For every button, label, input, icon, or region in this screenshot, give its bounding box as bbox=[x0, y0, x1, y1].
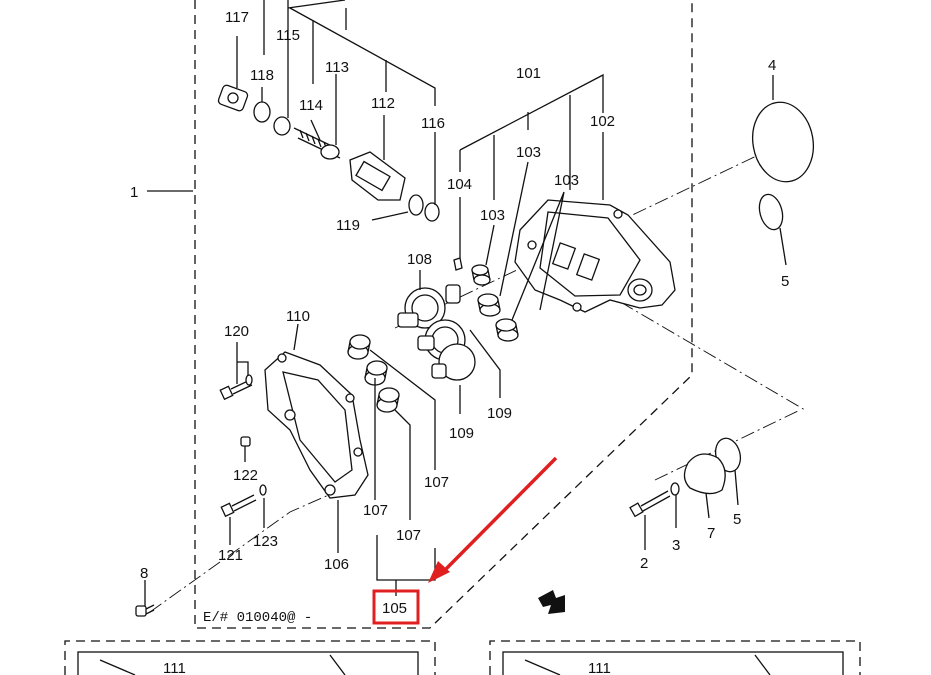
callout-4[interactable]: 4 bbox=[768, 57, 776, 74]
subdiagram-box-right bbox=[502, 651, 844, 675]
o-ring-4[interactable] bbox=[747, 97, 820, 186]
callout-107-low[interactable]: 107 bbox=[396, 527, 421, 544]
bushing-103-a[interactable] bbox=[471, 264, 491, 286]
callout-105[interactable]: 105 bbox=[382, 600, 407, 617]
callout-5-lower[interactable]: 5 bbox=[733, 511, 741, 528]
callout-106[interactable]: 106 bbox=[324, 556, 349, 573]
callout-109-right[interactable]: 109 bbox=[487, 405, 512, 422]
bushing-107-c[interactable] bbox=[376, 387, 400, 413]
callout-108[interactable]: 108 bbox=[407, 251, 432, 268]
plug-117[interactable] bbox=[217, 84, 249, 112]
gear-108[interactable] bbox=[397, 284, 461, 329]
valve-112[interactable] bbox=[349, 151, 406, 201]
center-line-plug bbox=[149, 489, 341, 613]
callout-103-left[interactable]: 103 bbox=[480, 207, 505, 224]
callout-118[interactable]: 118 bbox=[250, 67, 274, 84]
callout-109-left[interactable]: 109 bbox=[449, 425, 474, 442]
center-line-lower bbox=[599, 289, 806, 411]
callout-116[interactable]: 116 bbox=[421, 115, 445, 132]
callout-1[interactable]: 1 bbox=[130, 184, 138, 201]
callout-103-top[interactable]: 103 bbox=[516, 144, 541, 161]
cover-plate-7[interactable] bbox=[683, 453, 726, 495]
washer-123[interactable] bbox=[259, 484, 267, 496]
ring-115[interactable] bbox=[273, 116, 291, 136]
o-ring-116[interactable] bbox=[424, 202, 440, 222]
washer-120[interactable] bbox=[245, 374, 253, 386]
callout-117[interactable]: 117 bbox=[225, 9, 249, 26]
o-ring-119[interactable] bbox=[408, 194, 424, 216]
callout-2[interactable]: 2 bbox=[640, 555, 648, 572]
subdiagram-boundary-left bbox=[64, 640, 436, 675]
highlight-arrow bbox=[428, 456, 558, 583]
callout-107-mid[interactable]: 107 bbox=[363, 502, 388, 519]
callout-111-left[interactable]: 111 bbox=[163, 660, 186, 675]
gasket-118[interactable] bbox=[253, 101, 271, 123]
callout-115[interactable]: 115 bbox=[276, 27, 300, 44]
washer-3[interactable] bbox=[670, 482, 680, 496]
assembly-boundary bbox=[194, 0, 693, 629]
o-ring-5-upper[interactable] bbox=[756, 192, 787, 232]
callout-120[interactable]: 120 bbox=[224, 323, 249, 340]
subdiagram-part-left bbox=[99, 654, 346, 675]
engine-serial-label: E/# 010040@ - bbox=[203, 610, 312, 626]
bolt-2[interactable] bbox=[629, 490, 671, 518]
cursor-arrow-icon bbox=[538, 590, 565, 614]
callout-104[interactable]: 104 bbox=[447, 176, 472, 193]
highlight-box-105 bbox=[372, 589, 420, 625]
callout-123[interactable]: 123 bbox=[253, 533, 278, 550]
subdiagram-part-right bbox=[524, 654, 771, 675]
subdiagram-boundary-right bbox=[489, 640, 861, 675]
callout-7[interactable]: 7 bbox=[707, 525, 715, 542]
cover-110[interactable] bbox=[264, 351, 369, 499]
spring-114[interactable] bbox=[293, 127, 341, 160]
bushing-107-b[interactable] bbox=[364, 360, 388, 386]
callout-5-upper[interactable]: 5 bbox=[781, 273, 789, 290]
bushing-107-a[interactable] bbox=[347, 334, 371, 360]
callout-114[interactable]: 114 bbox=[299, 97, 323, 114]
callout-119[interactable]: 119 bbox=[336, 217, 360, 234]
callout-103-right[interactable]: 103 bbox=[554, 172, 579, 189]
leader-lines bbox=[144, 0, 787, 606]
callout-8[interactable]: 8 bbox=[140, 565, 148, 582]
callout-110[interactable]: 110 bbox=[286, 308, 310, 325]
plug-8[interactable] bbox=[135, 604, 155, 617]
callout-101[interactable]: 101 bbox=[516, 65, 541, 82]
bushing-103-c[interactable] bbox=[495, 318, 519, 342]
callout-112[interactable]: 112 bbox=[371, 95, 395, 112]
subdiagram-box-left bbox=[77, 651, 419, 675]
callout-113[interactable]: 113 bbox=[325, 59, 349, 76]
callout-111-right[interactable]: 111 bbox=[588, 660, 611, 675]
gear-109-lower[interactable] bbox=[431, 343, 476, 381]
callout-121[interactable]: 121 bbox=[218, 547, 243, 564]
callout-102[interactable]: 102 bbox=[590, 113, 615, 130]
callout-3[interactable]: 3 bbox=[672, 537, 680, 554]
pump-housing-102[interactable] bbox=[514, 199, 676, 313]
bushing-103-b[interactable] bbox=[477, 293, 501, 317]
nut-122[interactable] bbox=[240, 436, 251, 447]
callout-107-right[interactable]: 107 bbox=[424, 474, 449, 491]
callout-122[interactable]: 122 bbox=[233, 467, 258, 484]
bolt-121[interactable] bbox=[220, 494, 257, 518]
pin-104[interactable] bbox=[453, 257, 463, 271]
